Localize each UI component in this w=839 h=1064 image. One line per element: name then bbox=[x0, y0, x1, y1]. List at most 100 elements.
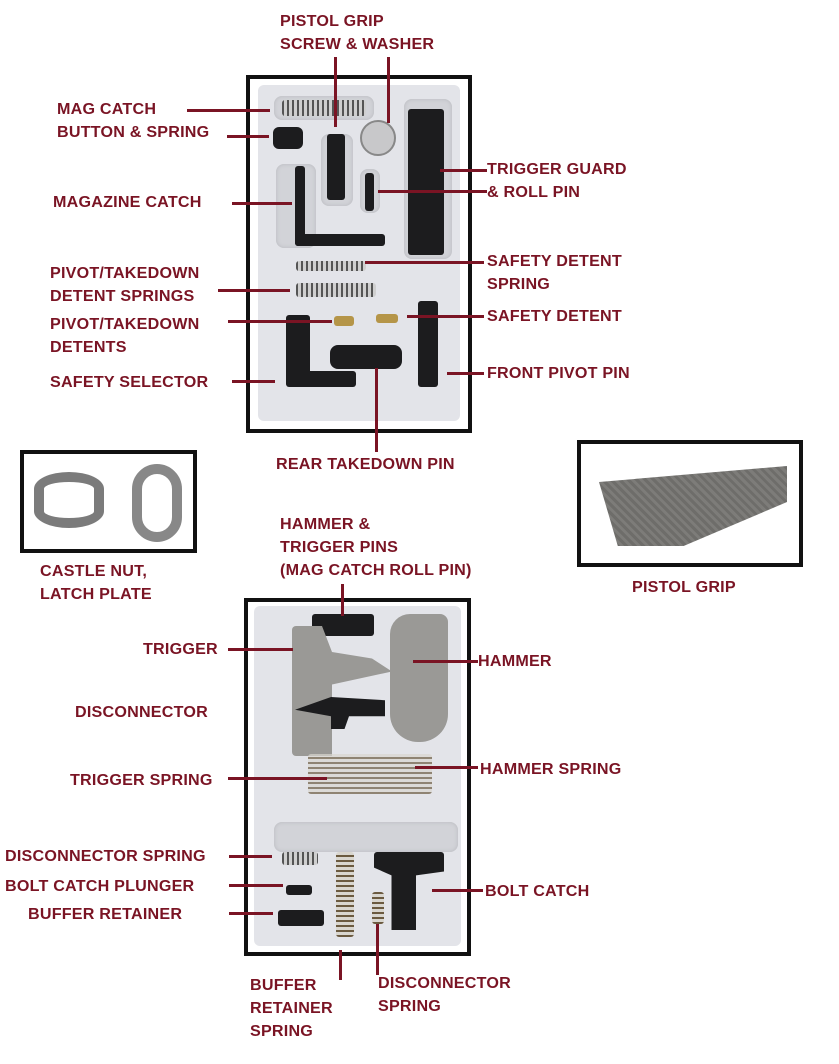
label-line: SPRING bbox=[250, 1023, 314, 1040]
leader-rear-takedown-pin bbox=[375, 368, 378, 452]
label-line: PISTOL GRIP bbox=[632, 579, 736, 596]
label-trigger-spring: TRIGGER SPRING bbox=[70, 769, 213, 792]
label-line: PIVOT/TAKEDOWN bbox=[50, 316, 200, 333]
label-hammer: HAMMER bbox=[478, 650, 552, 673]
rear-takedown-pin bbox=[330, 345, 402, 369]
label-safety-detent: SAFETY DETENT bbox=[487, 305, 622, 328]
leader-trigger bbox=[228, 648, 293, 651]
label-line: PIVOT/TAKEDOWN bbox=[50, 265, 200, 282]
leader-disconnector-spring bbox=[229, 855, 272, 858]
hammer-trigger-pins bbox=[312, 614, 374, 636]
pivot-detents bbox=[334, 316, 354, 326]
leader-magazine-catch bbox=[232, 202, 292, 205]
washer bbox=[360, 120, 396, 156]
magazine-catch-base bbox=[295, 234, 385, 246]
trigger-guard bbox=[408, 109, 444, 255]
label-line: PISTOL GRIP bbox=[280, 13, 384, 30]
label-pivot-takedown-detents: PIVOT/TAKEDOWN DETENTS bbox=[50, 313, 199, 359]
label-line: MAG CATCH bbox=[57, 101, 157, 118]
label-line: DETENTS bbox=[50, 339, 127, 356]
leader-safety-detent bbox=[407, 315, 484, 318]
trigger-hammer-springs bbox=[308, 754, 432, 794]
pistol-grip-photo bbox=[577, 440, 803, 567]
label-pistol-grip: PISTOL GRIP bbox=[632, 576, 736, 599]
label-line: DISCONNECTOR SPRING bbox=[5, 848, 206, 865]
label-disconnector-spring-bottom: DISCONNECTOR SPRING bbox=[378, 972, 511, 1018]
leader-trigger-spring bbox=[228, 777, 327, 780]
mag-catch-spring bbox=[282, 100, 366, 116]
leader-washer bbox=[387, 57, 390, 123]
label-buffer-retainer-spring: BUFFER RETAINER SPRING bbox=[250, 974, 333, 1043]
hammer-part bbox=[390, 614, 448, 742]
leader-safety-selector bbox=[232, 380, 275, 383]
label-line: HAMMER bbox=[478, 653, 552, 670]
label-pivot-takedown-detent-springs: PIVOT/TAKEDOWN DETENT SPRINGS bbox=[50, 262, 199, 308]
label-line: REAR TAKEDOWN PIN bbox=[276, 456, 455, 473]
label-pistol-grip-screw-washer: PISTOL GRIP SCREW & WASHER bbox=[280, 10, 434, 56]
label-line: HAMMER SPRING bbox=[480, 761, 622, 778]
label-line: SPRING bbox=[487, 276, 551, 293]
leader-buffer-retainer-spring bbox=[339, 950, 342, 980]
label-line: SCREW & WASHER bbox=[280, 36, 435, 53]
label-line: DETENT SPRINGS bbox=[50, 288, 195, 305]
label-line: BUTTON & SPRING bbox=[57, 124, 210, 141]
disconnector-spring-part bbox=[282, 852, 318, 865]
label-buffer-retainer: BUFFER RETAINER bbox=[28, 903, 182, 926]
label-line: TRIGGER GUARD bbox=[487, 161, 627, 178]
label-line: CASTLE NUT, bbox=[40, 563, 148, 580]
disconnector-spring-small bbox=[372, 892, 384, 924]
label-line: HAMMER & bbox=[280, 516, 371, 533]
label-line: RETAINER bbox=[250, 1000, 333, 1017]
safety-detent bbox=[376, 314, 398, 323]
label-line: BUFFER bbox=[250, 977, 317, 994]
leader-detents bbox=[228, 320, 332, 323]
label-line: LATCH PLATE bbox=[40, 586, 152, 603]
castle-nut bbox=[34, 472, 104, 528]
safety-detent-spring bbox=[296, 261, 366, 271]
leader-safety-detent-spring bbox=[365, 261, 484, 264]
label-line: SAFETY SELECTOR bbox=[50, 374, 209, 391]
label-line: BUFFER RETAINER bbox=[28, 906, 183, 923]
leader-bolt-catch-plunger bbox=[229, 884, 283, 887]
bolt-catch-plunger-part bbox=[286, 885, 312, 895]
leader-disconnector-spring-bottom bbox=[376, 924, 379, 975]
leader-hammer-spring bbox=[415, 766, 478, 769]
front-pivot-pin bbox=[418, 301, 438, 387]
latch-plate bbox=[132, 464, 182, 542]
label-line: TRIGGER PINS bbox=[280, 539, 399, 556]
roll-pin bbox=[365, 173, 374, 211]
label-line: & ROLL PIN bbox=[487, 184, 581, 201]
label-disconnector: DISCONNECTOR bbox=[75, 701, 208, 724]
label-bolt-catch-plunger: BOLT CATCH PLUNGER bbox=[5, 875, 194, 898]
label-line: (MAG CATCH ROLL PIN) bbox=[280, 562, 472, 579]
label-disconnector-spring-left: DISCONNECTOR SPRING bbox=[5, 845, 206, 868]
label-line: DISCONNECTOR bbox=[378, 975, 511, 992]
upper-parts-tray-photo bbox=[246, 75, 472, 433]
label-bolt-catch: BOLT CATCH bbox=[485, 880, 589, 903]
leader-mag-catch-button bbox=[227, 135, 269, 138]
leader-front-pivot-pin bbox=[447, 372, 484, 375]
label-line: BOLT CATCH PLUNGER bbox=[5, 878, 195, 895]
leader-trigger-guard bbox=[440, 169, 487, 172]
leader-bolt-catch bbox=[432, 889, 483, 892]
label-hammer-trigger-pins: HAMMER & TRIGGER PINS (MAG CATCH ROLL PIN) bbox=[280, 513, 472, 582]
leader-buffer-retainer bbox=[229, 912, 273, 915]
label-hammer-spring: HAMMER SPRING bbox=[480, 758, 622, 781]
label-line: SPRING bbox=[378, 998, 442, 1015]
label-line: BOLT CATCH bbox=[485, 883, 590, 900]
label-line: FRONT PIVOT PIN bbox=[487, 365, 630, 382]
leader-pistol-grip-screw bbox=[334, 57, 337, 127]
label-line: SAFETY DETENT bbox=[487, 308, 622, 325]
label-line: MAGAZINE CATCH bbox=[53, 194, 202, 211]
leader-hammer-pins bbox=[341, 584, 344, 616]
magazine-catch bbox=[295, 166, 305, 246]
label-trigger: TRIGGER bbox=[143, 638, 218, 661]
leader-roll-pin bbox=[378, 190, 487, 193]
label-mag-catch-button-spring: MAG CATCH BUTTON & SPRING bbox=[57, 98, 209, 144]
label-castle-nut-latch-plate: CASTLE NUT, LATCH PLATE bbox=[40, 560, 152, 606]
label-trigger-guard-roll-pin: TRIGGER GUARD & ROLL PIN bbox=[487, 158, 627, 204]
mag-catch-button bbox=[273, 127, 303, 149]
label-line: TRIGGER bbox=[143, 641, 218, 658]
label-magazine-catch: MAGAZINE CATCH bbox=[53, 191, 202, 214]
label-line: SAFETY DETENT bbox=[487, 253, 622, 270]
